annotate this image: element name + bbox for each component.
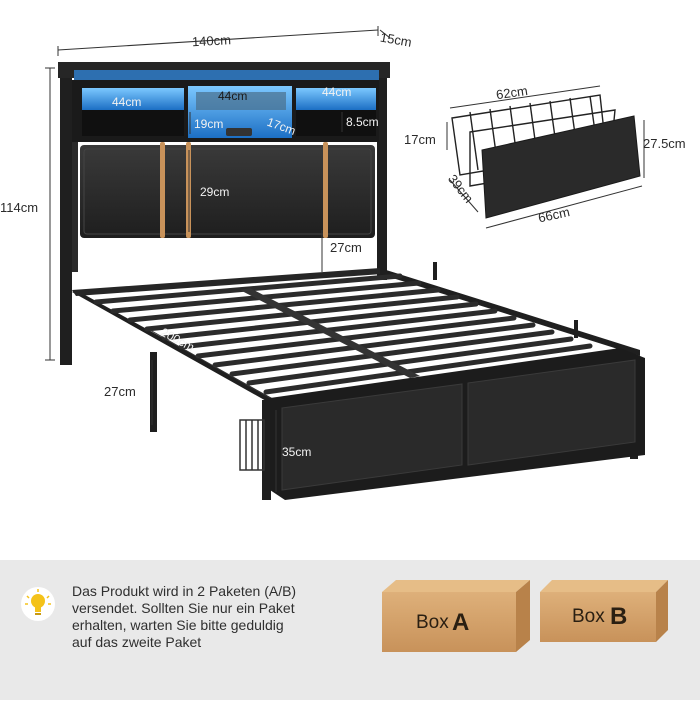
dimension-lines bbox=[45, 26, 645, 492]
box-a-prefix: Box bbox=[416, 612, 449, 633]
box-a-side bbox=[516, 580, 530, 652]
headboard-side-left bbox=[72, 142, 78, 272]
box-b-prefix: Box bbox=[572, 606, 605, 627]
dim-leg-clearance: 27cm bbox=[104, 384, 136, 399]
box-b-top bbox=[540, 580, 668, 592]
shelf-left bbox=[82, 88, 184, 110]
dim-under-headboard: 27cm bbox=[330, 240, 362, 255]
box-b: Box B bbox=[540, 580, 668, 642]
info-line-2: versendet. Sollten Sie nur ein Paket bbox=[72, 600, 295, 616]
box-a-front bbox=[382, 592, 516, 652]
leg-left-middle bbox=[150, 352, 157, 432]
dim-shelf-top: 8.5cm bbox=[346, 115, 379, 129]
gold-strap-left bbox=[160, 142, 165, 238]
box-b-front bbox=[540, 592, 656, 642]
drawer-left bbox=[281, 383, 463, 491]
dim-drawer-front-width: 66cm bbox=[537, 204, 571, 225]
head-rail bbox=[72, 268, 382, 296]
slat-tab bbox=[574, 320, 578, 338]
info-line-4: auf das zweite Paket bbox=[72, 634, 202, 650]
bed-slats bbox=[93, 273, 593, 395]
led-strip bbox=[74, 70, 379, 80]
box-a-letter: A bbox=[452, 609, 469, 636]
shelf-center-fabric bbox=[196, 92, 286, 110]
center-beam bbox=[240, 288, 420, 378]
dim-basket-width: 62cm bbox=[495, 83, 529, 102]
info-line-1: Das Produkt wird in 2 Paketen (A/B) bbox=[72, 583, 297, 599]
box-b-letter: B bbox=[610, 603, 627, 630]
headboard-left-post bbox=[60, 70, 72, 365]
headboard-right-post bbox=[377, 70, 387, 280]
lightbulb-icon bbox=[21, 587, 55, 621]
box-a: Box A bbox=[382, 580, 530, 652]
wire-basket-small bbox=[239, 419, 265, 471]
shipping-info-text: Das Produkt wird in 2 Paketen (A/B) vers… bbox=[72, 583, 372, 651]
upholstered-panel bbox=[80, 145, 375, 238]
drawer-detail bbox=[451, 94, 641, 219]
box-b-side bbox=[656, 580, 668, 642]
power-outlet-icon bbox=[226, 128, 252, 136]
bed-frame bbox=[72, 262, 645, 500]
dim-shelf-left: 44cm bbox=[112, 95, 141, 109]
shelf-left-lower bbox=[82, 110, 184, 136]
info-line-3: erhalten, warten Sie bitte geduldig bbox=[72, 617, 284, 633]
dim-total-height: 114cm bbox=[0, 200, 38, 215]
drawer-front-panel bbox=[481, 115, 641, 219]
slat-tab bbox=[433, 262, 437, 280]
shelf-right-lower bbox=[296, 110, 376, 136]
dim-drawer-front-depth: 27.5cm bbox=[643, 136, 686, 151]
dim-shelf-center: 44cm bbox=[218, 89, 247, 103]
drawer-right bbox=[467, 359, 636, 466]
shelf-right bbox=[296, 88, 376, 110]
gold-strap-right bbox=[323, 142, 328, 238]
headboard bbox=[58, 62, 390, 365]
dim-drawer-front-height: 35cm bbox=[282, 445, 311, 459]
dim-shelf-right: 44cm bbox=[322, 85, 351, 99]
dim-headboard-depth: 15cm bbox=[379, 30, 413, 50]
dim-drawer-depth: 39cm bbox=[445, 171, 476, 205]
dim-shelf-height: 19cm bbox=[194, 117, 223, 131]
dim-headboard-width: 140cm bbox=[192, 32, 232, 49]
panel-stitch bbox=[83, 148, 372, 235]
leg-front-left bbox=[262, 400, 271, 500]
dim-basket-height: 17cm bbox=[404, 132, 436, 147]
box-a-top bbox=[382, 580, 530, 592]
left-side-rail bbox=[72, 290, 272, 402]
dim-panel-height: 29cm bbox=[200, 185, 229, 199]
